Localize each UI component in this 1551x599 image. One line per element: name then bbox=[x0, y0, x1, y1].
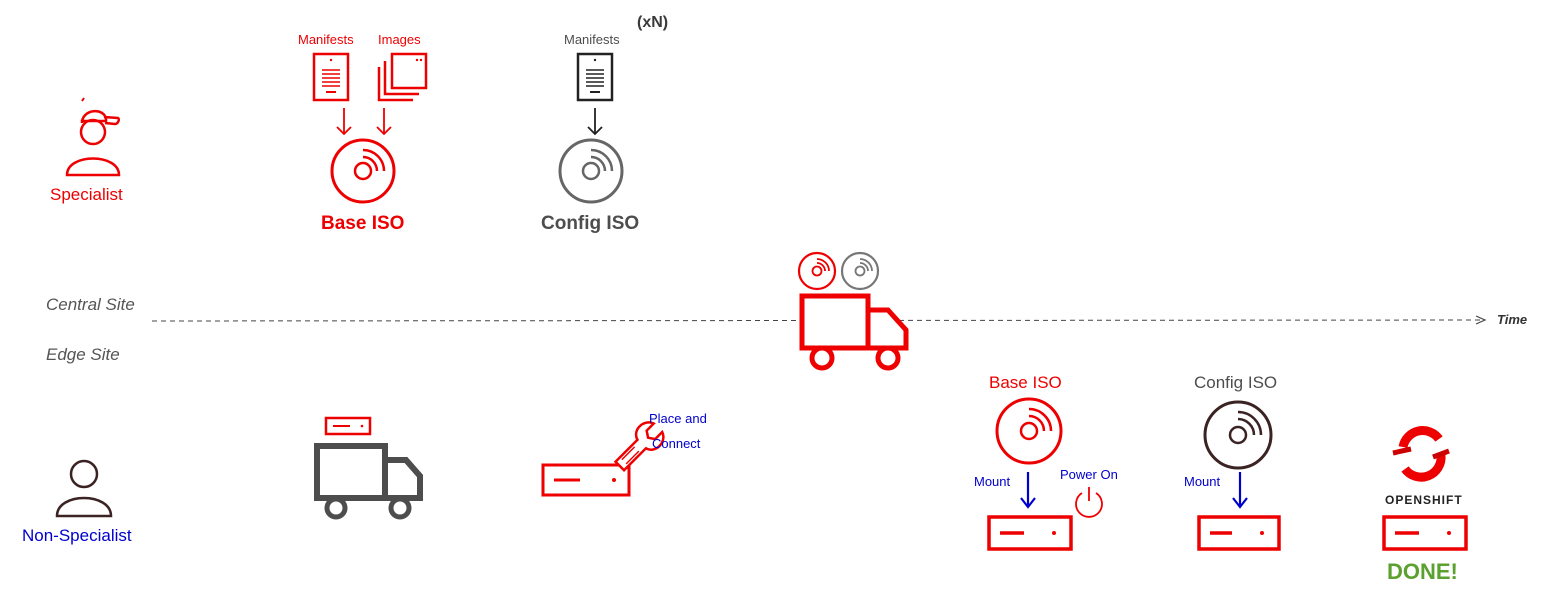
non-specialist-user-icon bbox=[55, 459, 113, 518]
config-iso-title: Config ISO bbox=[541, 213, 640, 234]
power-on-label: Power On bbox=[1060, 467, 1118, 482]
specialist-user-icon bbox=[65, 97, 121, 177]
base-iso-disc-icon bbox=[330, 138, 396, 204]
mount-label-config: Mount bbox=[1184, 474, 1221, 489]
mount-arrow-icon bbox=[1232, 472, 1248, 509]
config-iso-label-edge: Config ISO bbox=[1194, 373, 1278, 392]
manifest-document-icon-gray bbox=[576, 52, 614, 102]
specialist-label: Specialist bbox=[50, 185, 123, 204]
non-specialist-label: Non-Specialist bbox=[22, 526, 132, 545]
config-iso-disc-icon bbox=[558, 138, 624, 204]
done-label: DONE! bbox=[1387, 559, 1458, 584]
place-connect-label-line2: Connect bbox=[652, 436, 701, 451]
config-iso-disc-icon bbox=[1203, 400, 1273, 470]
manifest-document-icon-red bbox=[312, 52, 350, 102]
multiplier-label: (xN) bbox=[637, 14, 669, 31]
server-icon bbox=[541, 463, 631, 497]
images-stack-icon-red bbox=[377, 52, 428, 102]
images-label-red: Images bbox=[378, 32, 421, 47]
delivery-truck-icon-gray bbox=[314, 443, 423, 520]
time-axis-label: Time bbox=[1497, 312, 1528, 327]
base-iso-title: Base ISO bbox=[321, 213, 405, 234]
server-icon bbox=[987, 515, 1073, 551]
openshift-logo-icon bbox=[1392, 426, 1450, 482]
openshift-logo-text: OPENSHIFT bbox=[1385, 493, 1463, 507]
server-icon bbox=[1382, 515, 1468, 551]
server-icon bbox=[1197, 515, 1281, 551]
place-connect-label-line1: Place and bbox=[649, 411, 707, 426]
arrow-down-icon bbox=[376, 108, 392, 136]
mount-label-base: Mount bbox=[974, 474, 1011, 489]
base-iso-disc-icon bbox=[995, 397, 1063, 465]
small-disc-icon-gray bbox=[840, 251, 880, 291]
base-iso-label-edge: Base ISO bbox=[989, 373, 1062, 392]
edge-site-label: Edge Site bbox=[46, 345, 120, 364]
arrow-down-icon bbox=[587, 108, 603, 136]
mount-arrow-icon bbox=[1020, 472, 1036, 509]
delivery-truck-icon-red bbox=[799, 293, 909, 371]
wrench-icon bbox=[613, 421, 665, 472]
manifests-label-gray: Manifests bbox=[564, 32, 620, 47]
manifests-label-red: Manifests bbox=[298, 32, 354, 47]
power-icon bbox=[1075, 487, 1103, 518]
small-disc-icon-red bbox=[797, 251, 837, 291]
arrow-down-icon bbox=[336, 108, 352, 136]
server-icon bbox=[324, 416, 372, 436]
central-site-label: Central Site bbox=[46, 295, 135, 314]
